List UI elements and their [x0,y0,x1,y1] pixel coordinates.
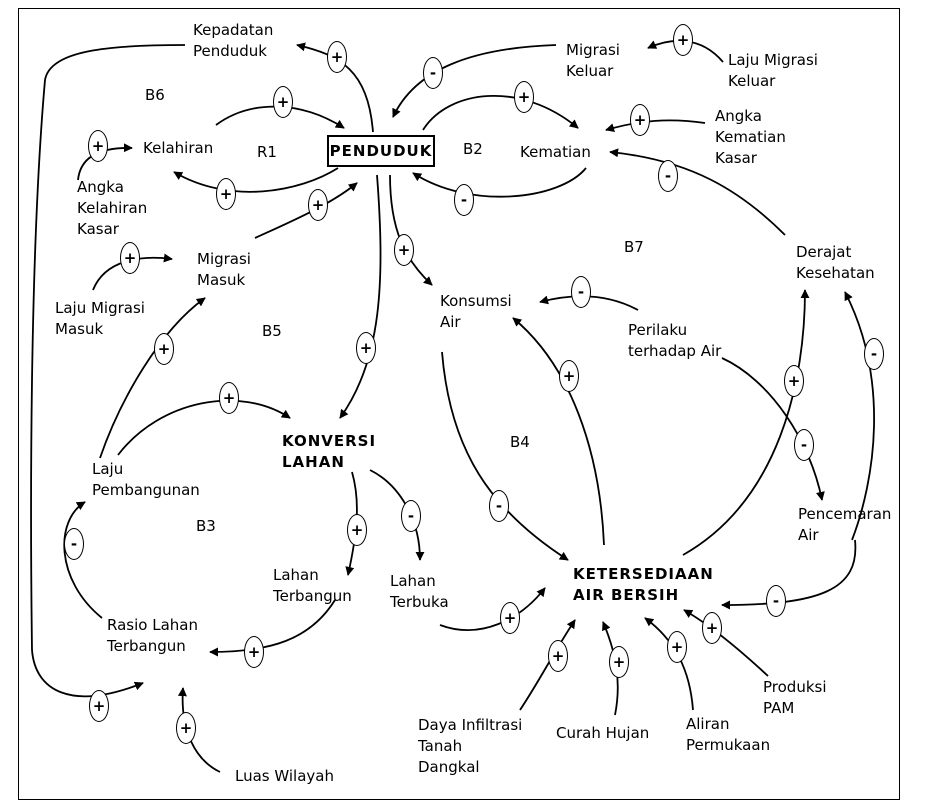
polarity-marker: + [500,602,520,634]
link-konsumsi-ketersediaan [441,351,569,561]
penduduk-box: PENDUDUK [327,135,435,167]
laju-migrasi-keluar-label: Laju Migrasi Keluar [728,51,818,90]
polarity-marker: - [571,276,591,308]
link-aliran-ketersediaan [644,617,694,711]
aliran-permukaan-label: Aliran Permukaan [686,715,771,754]
kelahiran-label: Kelahiran [143,139,214,157]
polarity-marker: + [673,24,693,56]
laju-migrasi-masuk-label: Laju Migrasi Masuk [55,299,145,338]
diagram-frame [18,8,900,800]
polarity-marker: + [356,332,376,364]
polarity-marker: + [347,514,367,546]
ketersediaan-air-bersih-label: KETERSEDIAAN AIR BERSIH [573,565,714,604]
polarity-marker: - [794,429,814,461]
perilaku-terhadap-air-label: Perilaku terhadap Air [628,321,722,360]
angka-kelahiran-kasar-label: Angka Kelahiran Kasar [77,178,148,238]
polarity-marker: + [702,612,722,644]
migrasi-keluar-label: Migrasi Keluar [566,41,620,80]
konversi-lahan-label: KONVERSI LAHAN [282,432,377,471]
polarity-marker: - [423,57,443,89]
angka-kematian-kasar-label: Angka Kematian Kasar [715,107,786,167]
polarity-marker: - [401,500,421,532]
lahan-terbuka-label: Lahan Terbuka [390,572,449,611]
polarity-marker: + [273,86,293,118]
loop-b5-label: B5 [262,322,282,340]
loop-r1-label: R1 [257,143,277,161]
polarity-marker: - [489,490,509,522]
link-terbuka-ketersediaan [439,587,546,631]
rasio-lahan-terbangun-label: Rasio Lahan Terbangun [107,616,198,655]
polarity-marker: + [394,234,414,266]
polarity-marker: - [64,528,84,560]
polarity-marker: + [308,189,328,221]
polarity-marker: + [327,41,347,73]
link-laju-pembangunan-konversi [117,399,291,456]
daya-infiltrasi-label: Daya Infiltrasi Tanah Dangkal [418,716,523,776]
polarity-marker: - [864,338,884,370]
polarity-marker: + [630,104,650,136]
polarity-marker: + [89,690,109,722]
polarity-marker: - [658,160,678,192]
loop-b2-label: B2 [463,140,483,158]
polarity-marker: + [548,640,568,672]
link-pam-ketersediaan [683,609,769,677]
link-pencemaran-ketersediaan [721,539,857,610]
link-angka-kematian-kematian [605,119,706,133]
link-infiltrasi-ketersediaan [519,619,576,711]
link-rasio-laju [63,501,103,619]
link-pencemaran-derajat [844,291,875,541]
polarity-marker: + [609,646,629,678]
penduduk-label: PENDUDUK [329,142,433,160]
laju-pembangunan-label: Laju Pembangunan [92,460,200,499]
polarity-marker: + [219,382,239,414]
polarity-marker: + [514,81,534,113]
polarity-marker: + [176,712,196,744]
link-penduduk-konversi [339,174,382,419]
polarity-marker: + [784,365,804,397]
polarity-marker: + [88,130,108,162]
luas-wilayah-label: Luas Wilayah [235,767,334,785]
polarity-marker: + [244,636,264,668]
link-perilaku-pencemaran [721,357,825,501]
link-migrasi-keluar-penduduk [392,44,557,118]
pencemaran-air-label: Pencemaran Air [798,505,892,544]
produksi-pam-label: Produksi PAM [763,678,827,717]
link-perilaku-konsumsi [539,295,639,311]
link-penduduk-kelahiran [173,167,339,193]
kematian-label: Kematian [520,143,591,161]
loop-b6-label: B6 [145,86,165,104]
lahan-terbangun-label: Lahan Terbangun [273,566,352,605]
polarity-marker: + [559,360,579,392]
link-terbangun-rasio [209,599,336,657]
polarity-marker: + [667,631,687,663]
loop-b4-label: B4 [510,433,530,451]
link-derajat-kematian [609,148,786,236]
link-penduduk-kematian [422,95,579,131]
loop-b3-label: B3 [196,517,216,535]
polarity-marker: - [454,184,474,216]
polarity-marker: - [766,585,786,617]
link-kepadatan-rasio [30,44,186,698]
polarity-marker: + [216,178,236,210]
link-penduduk-kepadatan [296,42,374,133]
link-laju-pembangunan-migrasi [99,297,206,459]
curah-hujan-label: Curah Hujan [556,724,650,742]
link-ketersediaan-konsumsi [512,317,605,546]
link-penduduk-konsumsi [389,174,433,286]
loop-b7-label: B7 [624,238,644,256]
derajat-kesehatan-label: Derajat Kesehatan [796,243,875,282]
link-kematian-penduduk [412,167,587,198]
polarity-marker: + [154,333,174,365]
kepadatan-penduduk-label: Kepadatan Penduduk [193,21,274,60]
migrasi-masuk-label: Migrasi Masuk [197,250,251,289]
polarity-marker: + [120,242,140,274]
konsumsi-air-label: Konsumsi Air [440,292,512,331]
link-ketersediaan-derajat [682,289,810,556]
